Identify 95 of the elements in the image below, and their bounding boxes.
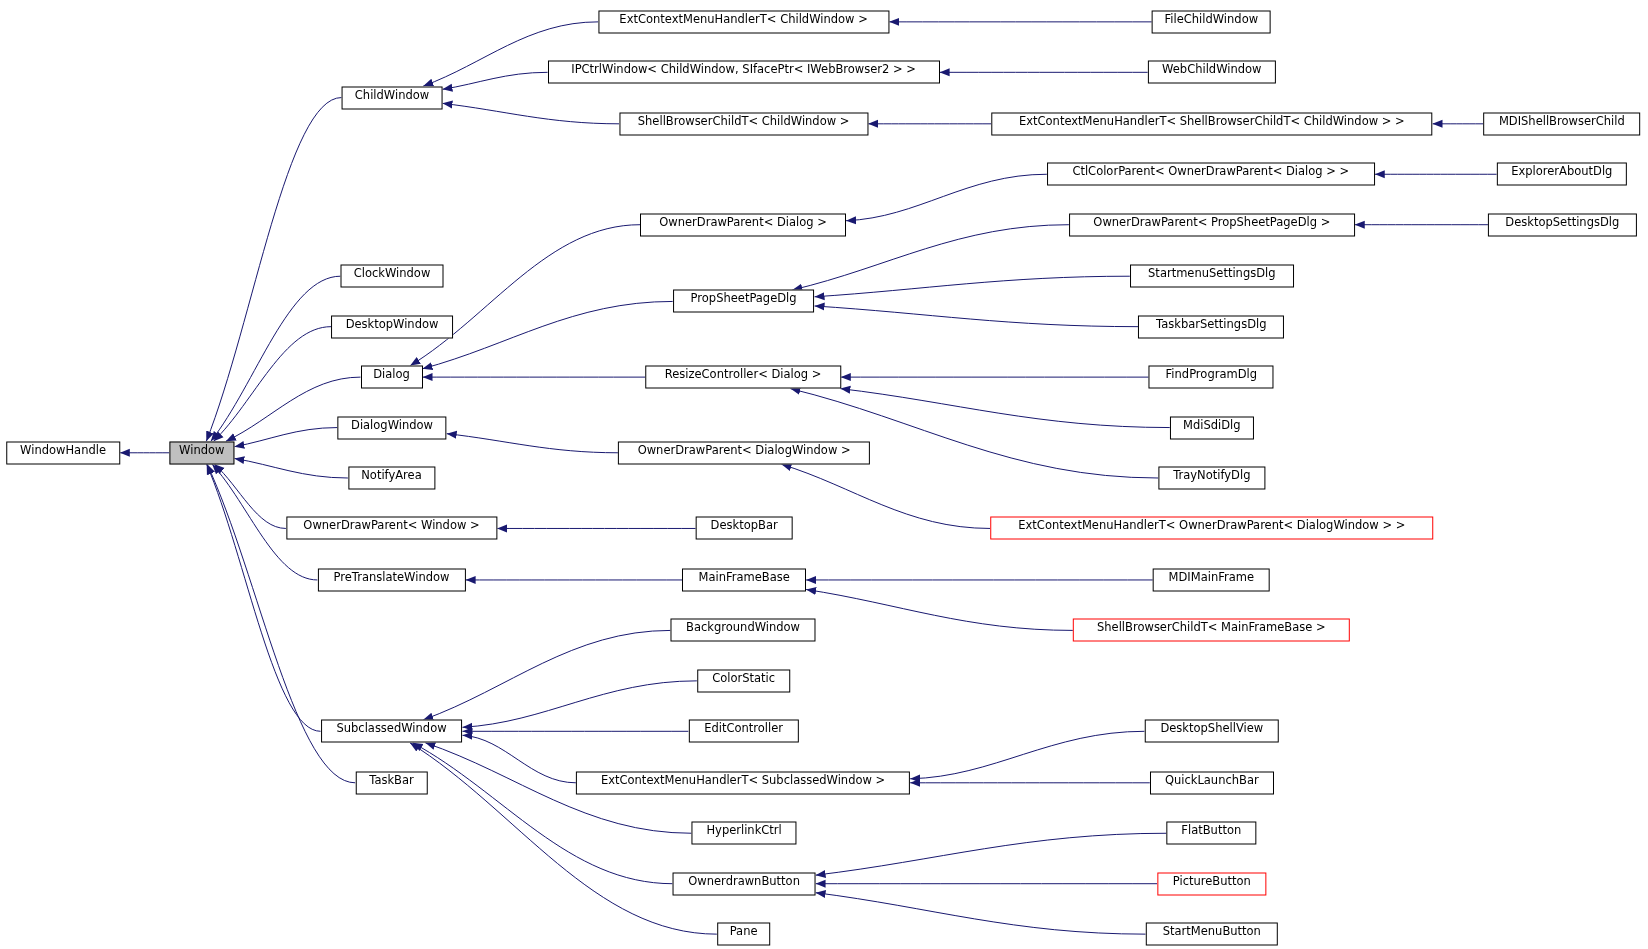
class-box: ShellBrowserChildT< MainFrameBase >	[1073, 618, 1350, 642]
class-box: OwnerDrawParent< PropSheetPageDlg >	[1068, 213, 1355, 237]
class-box: OwnerdrawnButton	[672, 872, 816, 896]
class-box: DesktopBar	[695, 516, 793, 540]
inheritance-arrow	[781, 463, 991, 529]
class-box: TaskBar	[355, 771, 428, 795]
inheritance-arrow	[210, 275, 341, 442]
class-box: WindowHandle	[6, 441, 120, 465]
class-box: TrayNotifyDlg	[1158, 466, 1266, 490]
inheritance-arrow	[909, 778, 1151, 787]
class-box: Window	[169, 441, 235, 465]
inheritance-arrow	[814, 275, 1131, 301]
inheritance-arrow	[465, 575, 683, 584]
class-box: ExtContextMenuHandlerT< OwnerDrawParent< DialogWindow > >	[990, 516, 1434, 540]
class-box: MainFrameBase	[682, 568, 807, 592]
class-box: ChildWindow	[341, 86, 443, 110]
class-box: DesktopShellView	[1144, 719, 1280, 743]
class-box: ExtContextMenuHandlerT< SubclassedWindow >	[575, 771, 911, 795]
inheritance-arrow	[791, 224, 1070, 292]
inheritance-arrow	[422, 629, 672, 721]
class-box: MdiSdiDlg	[1169, 416, 1254, 440]
class-box: FileChildWindow	[1151, 10, 1271, 34]
class-box: DialogWindow	[337, 416, 447, 440]
class-box: OwnerDrawParent< Dialog >	[640, 213, 847, 237]
class-box: WebChildWindow	[1147, 60, 1276, 84]
inheritance-arrow	[409, 742, 718, 935]
inheritance-arrow	[1354, 220, 1489, 229]
class-box: FlatButton	[1166, 821, 1256, 845]
class-box: PictureButton	[1157, 872, 1267, 896]
inheritance-arrow	[461, 732, 577, 784]
class-box: Pane	[716, 922, 771, 946]
inheritance-arrow	[213, 326, 332, 442]
inheritance-arrow	[205, 97, 343, 442]
inheritance-arrow	[441, 71, 549, 92]
inheritance-arrow	[206, 463, 356, 784]
inheritance-arrow	[422, 21, 599, 87]
inheritance-arrow	[461, 680, 698, 731]
inheritance-arrow	[789, 387, 1159, 479]
inheritance-arrow	[214, 463, 287, 529]
inheritance-arrow	[233, 427, 338, 449]
class-box: EditController	[688, 719, 799, 743]
class-box: HyperlinkCtrl	[691, 821, 797, 845]
inheritance-arrow	[461, 727, 689, 736]
class-box: MDIMainFrame	[1152, 568, 1270, 592]
class-box: MDIShellBrowserChild	[1483, 112, 1641, 136]
inheritance-arrow	[909, 730, 1146, 783]
inheritance-arrow	[1432, 119, 1484, 128]
class-box: QuickLaunchBar	[1149, 771, 1274, 795]
inheritance-arrow	[1374, 170, 1498, 179]
inheritance-arrow	[424, 742, 693, 834]
class-box: StartmenuSettingsDlg	[1129, 264, 1294, 288]
inheritance-arrow	[815, 879, 1158, 888]
inheritance-arrow	[845, 173, 1048, 224]
inheritance-arrow	[805, 575, 1154, 584]
class-box: PropSheetPageDlg	[672, 289, 815, 313]
class-box: ResizeController< Dialog >	[645, 365, 841, 389]
inheritance-arrow	[888, 17, 1153, 26]
inheritance-arrow	[839, 385, 1171, 429]
inheritance-arrow	[233, 456, 349, 479]
inheritance-arrow	[815, 890, 1147, 935]
inheritance-arrow	[211, 463, 318, 581]
inheritance-arrow	[225, 376, 361, 442]
inheritance-arrow	[441, 100, 620, 125]
inheritance-arrow	[496, 524, 697, 533]
class-box: CtlColorParent< OwnerDrawParent< Dialog > >	[1046, 162, 1375, 186]
class-box: IPCtrlWindow< ChildWindow, SIfacePtr< IWebBrowser2 > >	[547, 60, 940, 84]
inheritance-arrow	[814, 302, 1139, 328]
class-box: Dialog	[360, 365, 423, 389]
class-box: StartMenuButton	[1145, 922, 1278, 946]
inheritance-arrow	[422, 300, 674, 370]
inheritance-arrow	[446, 430, 619, 454]
class-box: FindProgramDlg	[1148, 365, 1274, 389]
inheritance-arrow	[867, 119, 992, 128]
class-box: ExtContextMenuHandlerT< ShellBrowserChildT< ChildWindow > >	[991, 112, 1433, 136]
class-box: ExplorerAboutDlg	[1496, 162, 1627, 186]
inheritance-arrow	[939, 68, 1149, 77]
inheritance-arrow	[840, 373, 1150, 382]
class-box: BackgroundWindow	[670, 618, 816, 642]
class-box: ExtContextMenuHandlerT< ChildWindow >	[598, 10, 890, 34]
inheritance-arrow	[119, 448, 170, 457]
class-box: ShellBrowserChildT< ChildWindow >	[619, 112, 869, 136]
inheritance-arrow	[409, 224, 641, 367]
class-box: ColorStatic	[696, 669, 791, 693]
class-box: NotifyArea	[347, 466, 436, 490]
inheritance-arrow	[422, 373, 646, 382]
inheritance-arrow	[815, 832, 1168, 878]
class-box: DesktopWindow	[331, 315, 453, 339]
class-box: OwnerDrawParent< DialogWindow >	[618, 441, 871, 465]
class-box: OwnerDrawParent< Window >	[285, 516, 498, 540]
class-box: TaskbarSettingsDlg	[1138, 315, 1285, 339]
class-box: ClockWindow	[340, 264, 444, 288]
inheritance-arrow	[805, 587, 1074, 631]
class-box: SubclassedWindow	[320, 719, 463, 743]
class-box: DesktopSettingsDlg	[1488, 213, 1637, 237]
class-box: PreTranslateWindow	[317, 568, 466, 592]
